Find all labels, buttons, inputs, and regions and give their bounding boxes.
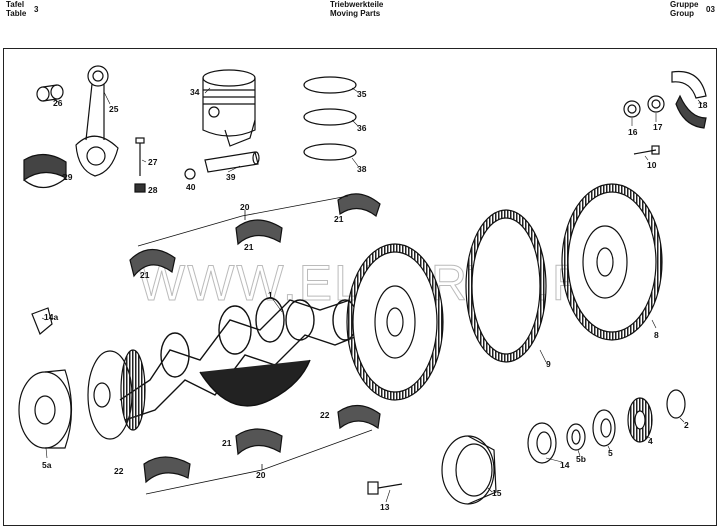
table-label-de: Tafel	[6, 0, 25, 9]
ring-gear-part	[465, 209, 547, 363]
part-number: 5b	[576, 454, 586, 464]
part-number: 39	[226, 172, 236, 182]
flywheel-bolt-part	[367, 481, 403, 495]
group-number: 03	[706, 5, 715, 14]
seal-part	[527, 422, 557, 464]
part-number: 5a	[42, 460, 52, 470]
part-number: 15	[492, 488, 502, 498]
crank-sprocket-part	[627, 397, 653, 443]
group-header: Gruppe Group 03	[670, 0, 715, 18]
cover-cup-part	[441, 435, 497, 505]
thrust-washer-part	[671, 70, 707, 129]
lock-plate-part	[31, 307, 53, 335]
rod-bearing-shell-part	[23, 153, 67, 189]
page-title: Triebwerkteile Moving Parts	[330, 0, 383, 18]
main-bearing-shell	[337, 404, 381, 430]
piston-ring-part	[303, 108, 357, 126]
part-number: 2	[684, 420, 689, 430]
part-number: 17	[653, 122, 663, 132]
group-label-de: Gruppe	[670, 0, 699, 9]
bushing-part	[36, 84, 64, 102]
part-number: 21	[140, 270, 150, 280]
part-number: 8	[654, 330, 659, 340]
table-label-en: Table	[6, 9, 27, 18]
flywheel-right-part	[561, 183, 663, 341]
part-number: 21	[222, 438, 232, 448]
group-label-en: Group	[670, 9, 694, 18]
part-number: 28	[148, 185, 158, 195]
part-number: 20	[256, 470, 266, 480]
washer-2-part	[666, 389, 686, 419]
part-number: 18	[698, 100, 708, 110]
part-number: 27	[148, 157, 158, 167]
main-bearing-shell	[235, 428, 283, 456]
crank-pulley-part	[18, 369, 73, 449]
part-number: 25	[109, 104, 119, 114]
part-number-labels: 26 25 27 28 29 34 35 36 38 39 40 16 17 1…	[42, 87, 708, 512]
diagram-frame	[3, 48, 717, 526]
rod-nut-part	[134, 183, 146, 193]
part-number: 29	[63, 172, 73, 182]
flywheel-part	[346, 243, 444, 401]
part-number: 1	[268, 290, 273, 300]
rod-bolt-part	[135, 137, 145, 176]
main-bearing-shell	[143, 456, 191, 484]
spacer-part	[566, 423, 586, 451]
piston-pin-part	[204, 151, 260, 173]
oil-ring-part	[303, 143, 357, 161]
piston-ring-part	[303, 76, 357, 94]
part-number: 21	[334, 214, 344, 224]
part-number: 14	[560, 460, 570, 470]
crankshaft-part	[119, 297, 361, 421]
title-en: Moving Parts	[330, 9, 381, 18]
title-de: Triebwerkteile	[330, 0, 384, 9]
part-number: 10	[647, 160, 657, 170]
part-number: 35	[357, 89, 367, 99]
part-number: 38	[357, 164, 367, 174]
vibration-damper-part	[87, 349, 146, 440]
part-number: 16	[628, 127, 638, 137]
hub-part	[592, 409, 616, 447]
main-bearing-shell	[129, 248, 176, 278]
part-number: 20	[240, 202, 250, 212]
table-header: Tafel Table 3	[6, 0, 38, 18]
bolt-10-part	[633, 145, 660, 155]
main-bearing-shell	[235, 219, 283, 246]
part-number: 9	[546, 359, 551, 369]
part-number: 13	[380, 502, 390, 512]
part-number: 22	[320, 410, 330, 420]
part-number: 5	[608, 448, 613, 458]
circlip-part	[184, 168, 196, 180]
bearing-16-part	[623, 100, 641, 118]
part-number: 36	[357, 123, 367, 133]
part-number: 14a	[44, 312, 58, 322]
part-number: 22	[114, 466, 124, 476]
part-number: 21	[244, 242, 254, 252]
part-number: 26	[53, 98, 63, 108]
part-number: 4	[648, 436, 653, 446]
main-bearing-shell	[337, 193, 381, 217]
piston-part	[202, 69, 256, 147]
part-number: 40	[186, 182, 196, 192]
bearing-17-part	[647, 95, 665, 113]
part-number: 34	[190, 87, 200, 97]
connecting-rod-part	[75, 65, 119, 177]
table-number: 3	[34, 5, 39, 14]
